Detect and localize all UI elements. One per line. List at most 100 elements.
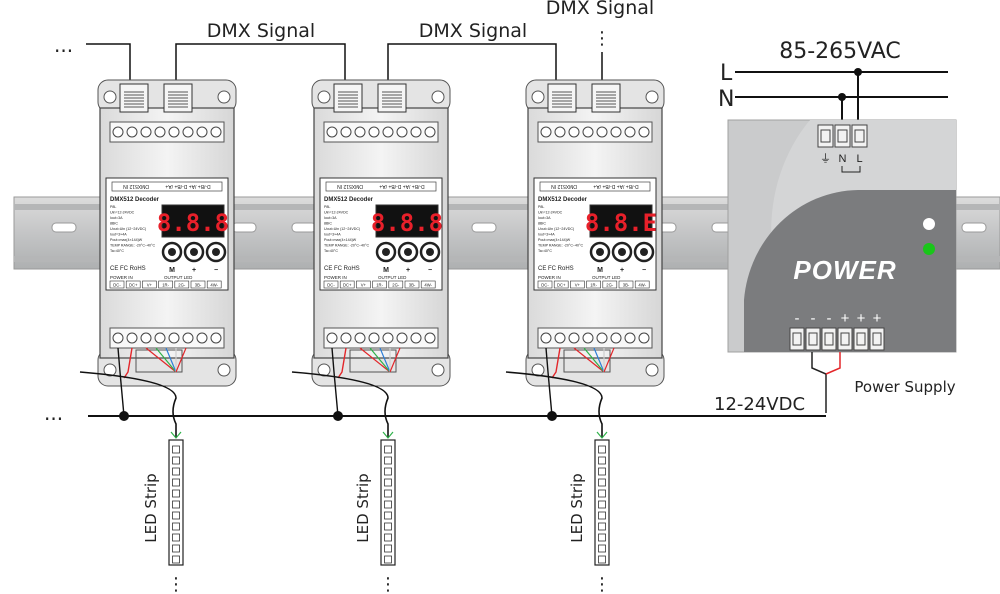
strip-led-chip (384, 500, 392, 509)
dmx-strip-label: DMX512 IN (123, 183, 149, 189)
output-wire (603, 347, 615, 373)
terminal-screw (424, 332, 436, 344)
decoder-spec-line: 8BIC (110, 222, 118, 226)
ac-terminal-label: N (839, 153, 847, 165)
power-in-label: POWER IN (324, 275, 347, 280)
output-term-label: 2G- (178, 283, 186, 288)
output-term-label: DC- (113, 283, 121, 288)
terminal-screw (340, 332, 352, 344)
dc-terminal (789, 327, 805, 351)
seven-seg-display (589, 204, 653, 238)
dc-terminal-sign: + (841, 310, 850, 327)
output-bundle-frame (563, 349, 611, 373)
strip-feed-wire (79, 371, 177, 438)
terminal-screw (140, 126, 152, 138)
terminal-screw (326, 126, 338, 138)
terminal-screw (196, 332, 208, 344)
output-term-label: 3B- (623, 283, 630, 288)
bottom-terminal-row (323, 327, 439, 349)
dmx-signal-label-1: DMX Signal (207, 20, 315, 42)
decoder-spec-line: Iout=3A (110, 216, 123, 220)
terminal-screw (168, 332, 180, 344)
terminal-screw (410, 126, 422, 138)
output-bundle-frame (135, 349, 183, 373)
output-led-label: OUTPUT LED (378, 275, 407, 280)
dc-terminal-sign: - (795, 310, 800, 327)
terminal-screw (582, 332, 594, 344)
power-wire-negative (545, 347, 553, 417)
strip-led-chip (384, 478, 392, 487)
strip-led-chip (172, 489, 180, 498)
output-term-label: DC- (541, 283, 549, 288)
power-wire-negative (117, 347, 125, 417)
output-term-box (602, 280, 618, 289)
decoder-spec-line: 8BIC (324, 222, 332, 226)
output-term-label: V+ (147, 283, 153, 288)
decoder-spec-line: Iout=3A (324, 216, 337, 220)
panel-button-knob (382, 248, 390, 256)
dc-terminal-screw (872, 332, 882, 346)
output-term-label: 1R- (162, 283, 169, 288)
mount-hole (103, 363, 117, 377)
output-term-box (109, 280, 125, 289)
mount-hole (217, 363, 231, 377)
decoder-spec-line: Pout=max(4×144)W (324, 238, 357, 242)
dc-terminal-screw (808, 332, 818, 346)
button-label: − (428, 267, 432, 274)
seven-seg-display (375, 204, 439, 238)
dmx-label-strip (539, 181, 651, 192)
ac-terminal-label: L (856, 153, 862, 165)
terminal-screw (624, 332, 636, 344)
strip-led-chip (384, 467, 392, 476)
ac-terminal-screw (854, 129, 865, 143)
output-term-box (570, 280, 585, 289)
dc-terminal (837, 327, 853, 351)
terminal-screw (382, 126, 394, 138)
strip-led-chip (598, 445, 606, 454)
cert-marks: CE FC RoHS (538, 266, 574, 272)
terminal-screw (624, 126, 636, 138)
output-wire (593, 347, 605, 373)
power-in-label: POWER IN (110, 275, 133, 280)
bus-junction (119, 411, 129, 421)
ac-bracket (841, 166, 861, 173)
output-wire (165, 347, 177, 373)
strip-led-chip (172, 467, 180, 476)
decoder-spec-line: Ta=40°C (538, 249, 552, 253)
decoder-spec-line: Iout=3×4A (324, 233, 341, 237)
terminal-screw (554, 126, 566, 138)
strip-led-chip (598, 544, 606, 553)
mains-l-label: L (720, 61, 733, 86)
panel-button-knob (426, 248, 434, 256)
button-label: M (597, 267, 603, 274)
button-label: + (406, 267, 410, 274)
decoder-spec-line: 8BIC (538, 222, 546, 226)
decoder-spec-line: Uin=12-24VDC (324, 211, 349, 215)
ac-terminal (834, 124, 851, 148)
output-wire (369, 347, 391, 373)
led-strip: LED Strip⋮ (291, 371, 397, 594)
dc-terminal-screw (792, 332, 802, 346)
terminal-screw (182, 126, 194, 138)
strip-continues-vdots: ⋮ (167, 574, 185, 594)
decoder-title: DMX512 Decoder (324, 197, 374, 203)
dc-bus-left-ellipsis: ... (44, 401, 63, 425)
dmx-in-ellipsis: ... (54, 33, 73, 57)
output-term-label: 2G- (392, 283, 400, 288)
terminal-screw (568, 126, 580, 138)
terminal-screw (396, 332, 408, 344)
output-term-box (634, 280, 650, 289)
terminal-screw (340, 126, 352, 138)
decoder-title: DMX512 Decoder (538, 197, 588, 203)
terminal-screw (382, 332, 394, 344)
mount-hole (317, 90, 331, 104)
led-strip: LED Strip⋮ (79, 371, 185, 594)
terminal-screw (368, 332, 380, 344)
bus-junction (333, 411, 343, 421)
power-brand-label: POWER (793, 255, 896, 285)
